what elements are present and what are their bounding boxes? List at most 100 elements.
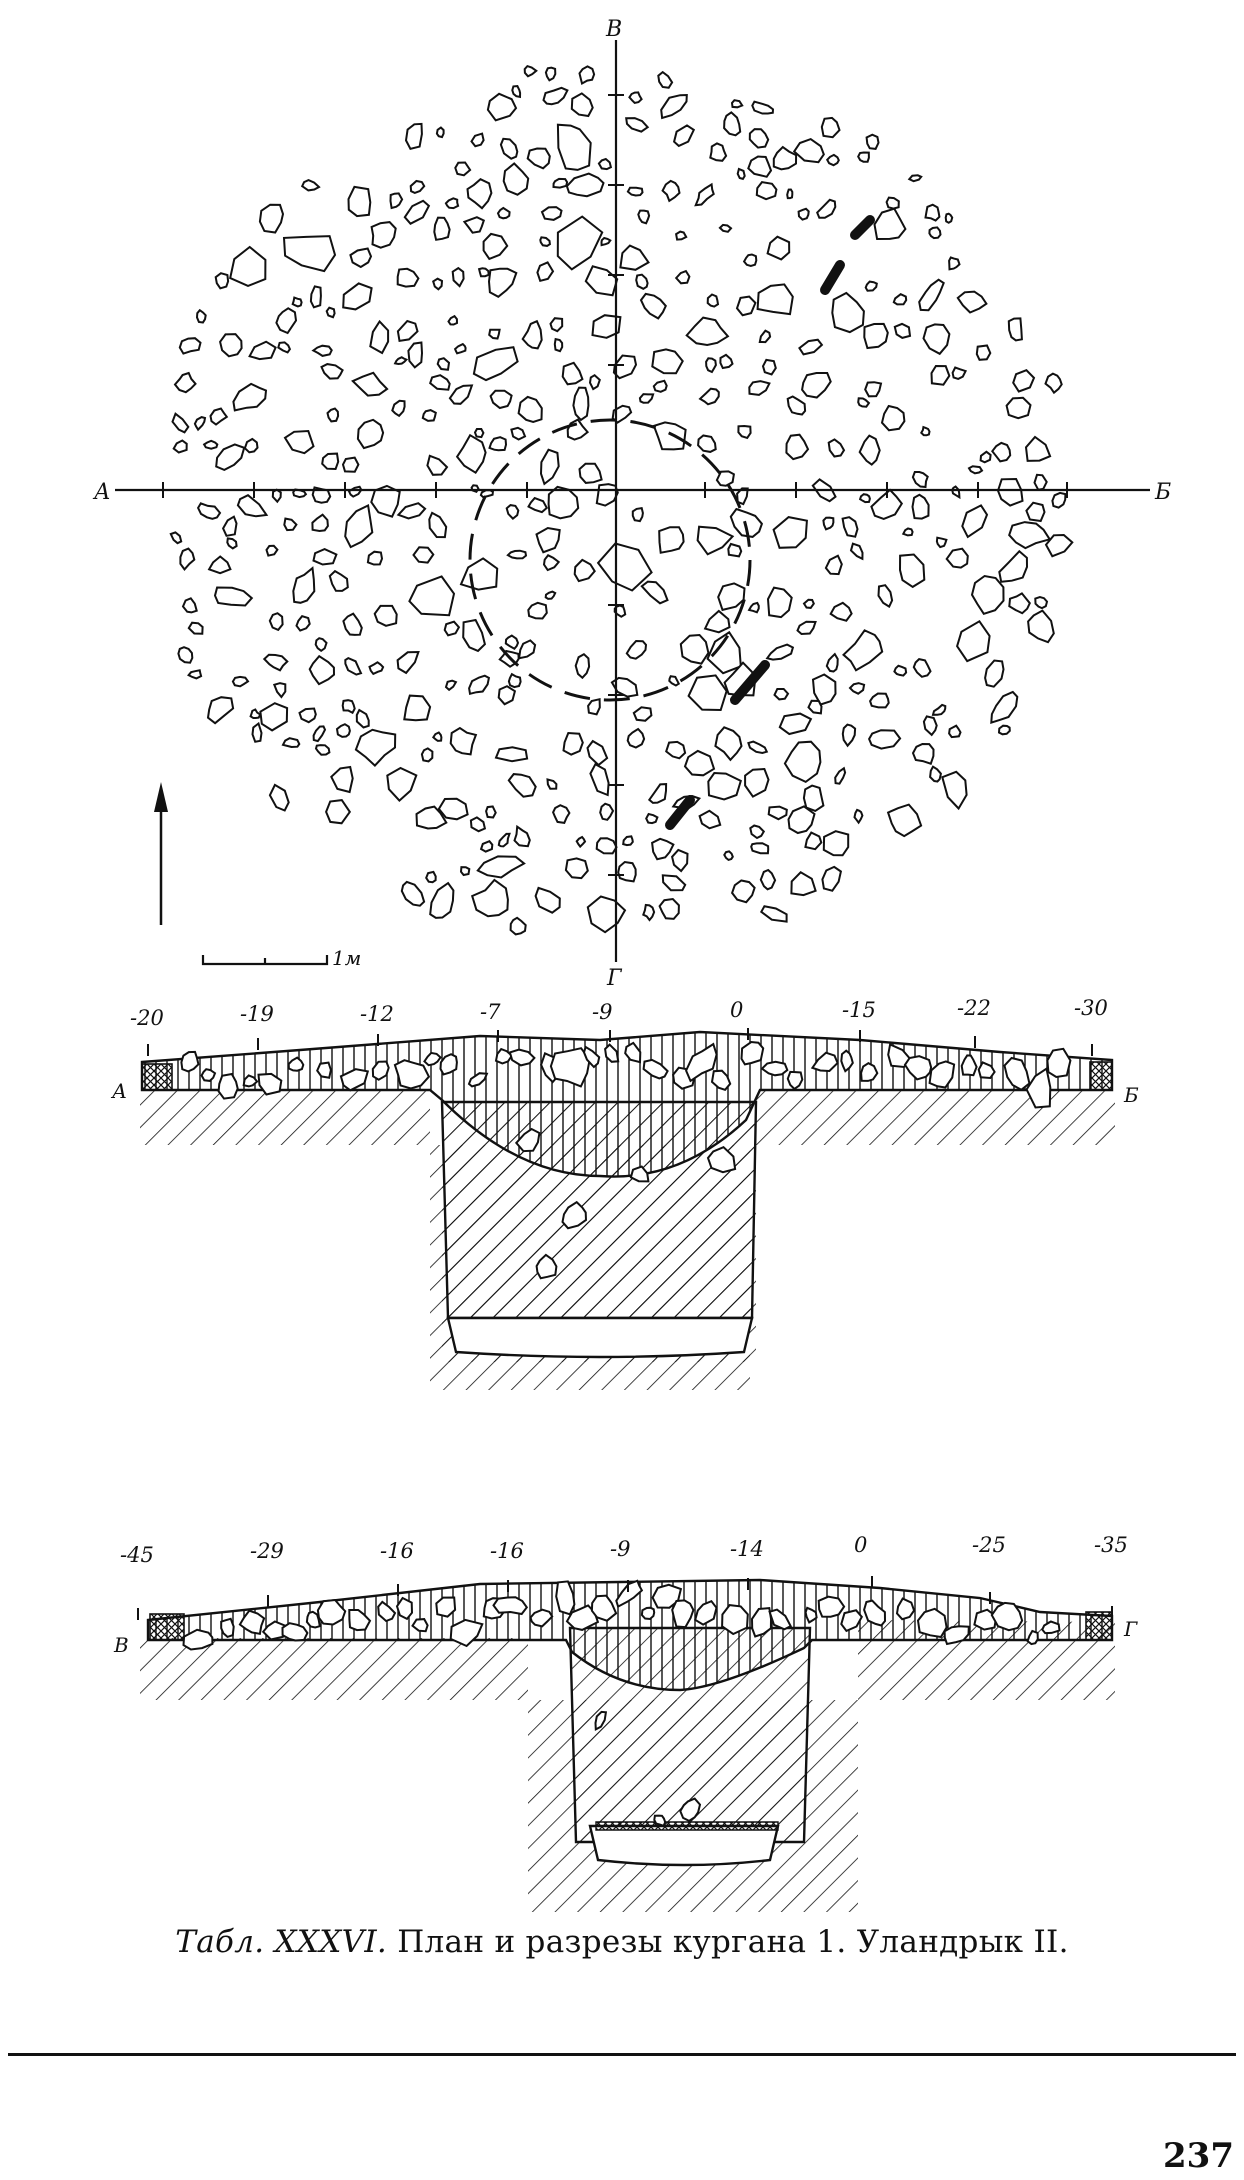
stone [215,443,246,472]
stone [685,1042,718,1083]
stone [423,1051,442,1067]
north-arrow-icon [154,782,168,925]
depth-label: 0 [730,998,743,1022]
stone [907,174,923,183]
stone [517,639,537,660]
stone [697,434,717,453]
stone [281,737,301,749]
stone [885,196,900,210]
stone [517,395,543,424]
stone [718,223,733,233]
scale-bar: 1м [201,946,361,970]
stone [586,895,627,934]
stone [257,1072,283,1096]
stone [924,203,941,222]
stone [504,634,520,650]
stone [544,590,557,600]
stone [574,652,591,680]
stone [238,1609,266,1635]
stone [291,296,303,308]
stone [470,878,509,918]
stone [292,566,316,604]
stone [658,897,680,920]
stone [943,1625,970,1646]
stone [435,1596,457,1618]
stone [709,142,728,162]
stone [539,448,560,486]
dark-slabs [665,215,875,830]
pit-floor [446,1316,754,1359]
stone [596,542,653,592]
stone [462,216,486,234]
stone [411,1618,429,1633]
stone [314,637,328,653]
stone [206,696,235,725]
stone [642,903,656,922]
stone [542,86,569,106]
stone [489,389,513,410]
stone [911,742,935,765]
stone [344,656,363,676]
dark-slab [665,795,695,830]
stone [565,172,605,198]
stone [903,1055,933,1081]
stone [787,805,816,835]
stone [804,1606,818,1624]
stone [1007,317,1023,342]
stone [535,526,561,554]
sod-right [1089,1061,1113,1091]
kurgan-plan: В Г А Б 1м [92,17,1171,991]
stone [997,724,1011,736]
stone [824,554,843,576]
stone [435,126,445,139]
stone [825,652,839,673]
stone [772,516,808,549]
stone [187,621,204,635]
stone [429,374,451,391]
stone [951,485,961,500]
stone [715,470,736,487]
depth-label: -30 [1074,996,1108,1020]
stone [748,128,770,149]
stone [251,721,263,743]
stone [213,586,254,607]
stone [984,659,1005,688]
stone [867,729,902,750]
stone [494,1047,514,1065]
stone [298,707,317,724]
stone [975,344,992,361]
stone [526,147,551,170]
stone [437,797,469,821]
stone [409,179,426,194]
depth-label: -22 [957,996,991,1020]
stone [342,612,363,636]
stone [268,612,284,632]
stone [396,267,420,288]
stone [1051,491,1067,509]
section-start-label: А [110,1079,127,1103]
stone [356,418,385,450]
stone [341,456,360,473]
dark-slab [730,660,770,705]
stone [807,699,823,715]
stone [513,824,531,848]
stone [479,839,494,853]
depth-label: -19 [240,1002,274,1026]
stone [721,1604,749,1636]
stone [1024,435,1052,462]
stone [930,364,951,386]
stone [990,1601,1024,1632]
stone [207,555,232,575]
stone [472,346,519,382]
stone [400,880,426,907]
stone [1027,609,1055,644]
stone [821,865,843,892]
stone [755,181,778,201]
stone [751,100,775,115]
grave-pit-outline [468,418,752,702]
stone [546,778,558,790]
